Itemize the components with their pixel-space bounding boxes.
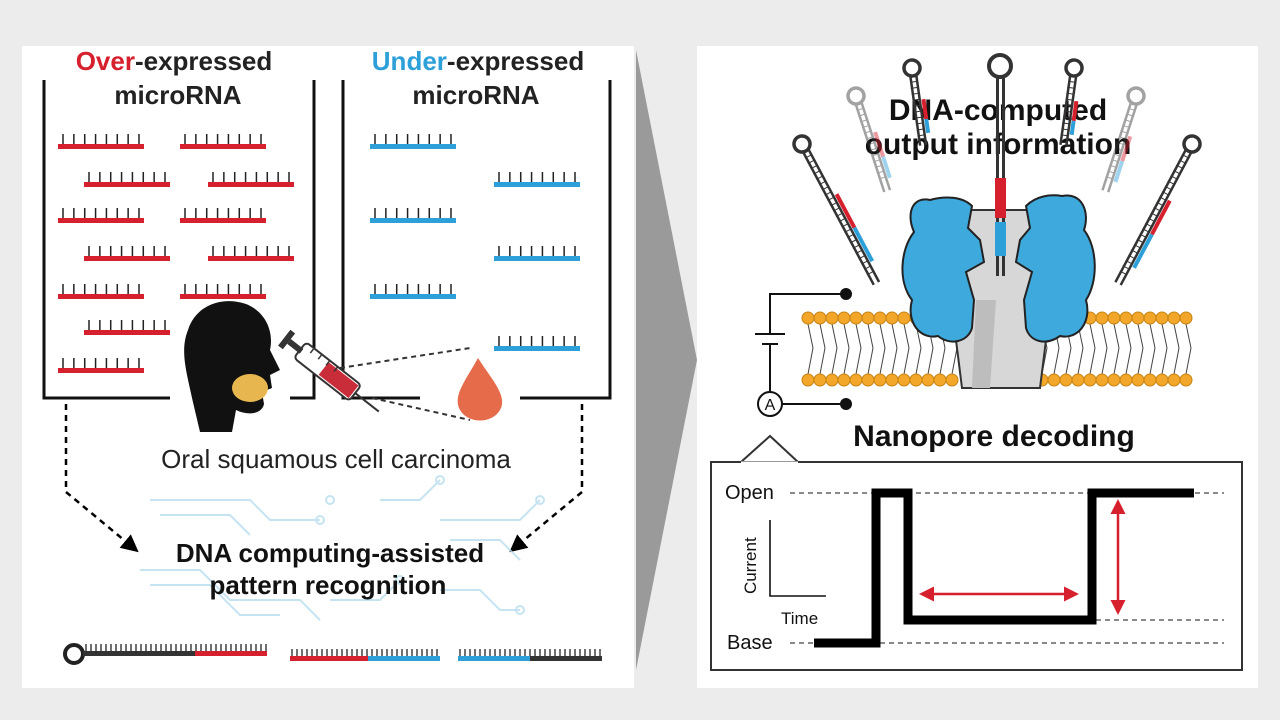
output-hairpin	[1059, 58, 1084, 146]
syringe-icon	[278, 329, 380, 413]
under-expressed-header: Under-expressed	[372, 46, 584, 76]
over-mirna-strand	[180, 134, 266, 149]
recognition-label-line1: DNA computing-assisted	[176, 538, 484, 568]
over-expressed-mirna-group	[58, 134, 294, 373]
flow-arrow-right	[509, 404, 584, 553]
blood-droplet-icon	[457, 358, 503, 421]
over-expressed-header-line2: microRNA	[114, 80, 241, 110]
over-mirna-strand	[180, 208, 266, 223]
trace-base-label: Base	[727, 632, 773, 654]
over-expressed-well	[42, 80, 316, 400]
pore-subunit-right	[1014, 194, 1096, 343]
under-mirna-strand	[370, 208, 456, 223]
probe-base-ticks	[85, 644, 601, 656]
under-expressed-well	[341, 80, 612, 400]
faded-output-hairpin	[846, 86, 892, 193]
over-mirna-strand	[180, 284, 266, 299]
probe-3-black-segment	[530, 656, 602, 661]
over-mirna-strand	[84, 246, 170, 261]
electrode-bottom	[840, 398, 852, 410]
recognition-label-line2: pattern recognition	[210, 570, 447, 600]
under-mirna-strand	[370, 134, 456, 149]
callout-pointer	[740, 434, 799, 463]
under-mirna-strand	[370, 284, 456, 299]
electrical-circuit	[755, 293, 844, 405]
threading-dna	[987, 53, 1013, 276]
trace-mini-axes	[769, 520, 826, 597]
probe-3-blue-segment	[458, 656, 530, 661]
under-expressed-header-line2: microRNA	[412, 80, 539, 110]
magnification-lines	[339, 347, 471, 421]
disease-label: Oral squamous cell carcinoma	[161, 444, 511, 474]
under-expressed-mirna-group	[370, 134, 580, 351]
trace-ylabel: Current	[741, 537, 760, 594]
ammeter-label: A	[765, 397, 776, 414]
output-hairpin	[902, 58, 931, 146]
over-mirna-strand	[84, 320, 170, 335]
over-mirna-strand	[58, 208, 144, 223]
over-mirna-strand	[208, 246, 294, 261]
output-hairpin	[1114, 134, 1202, 286]
patient-head-icon	[184, 301, 280, 432]
tumor-marker	[232, 374, 268, 402]
pore-lumen-shading	[972, 300, 996, 388]
circuit-decoration	[140, 475, 545, 621]
over-mirna-strand	[84, 172, 170, 187]
trace-xlabel: Time	[781, 609, 818, 628]
trace-open-label: Open	[725, 482, 774, 504]
over-mirna-strand	[208, 172, 294, 187]
current-trace	[814, 488, 1194, 648]
faded-output-hairpin	[1101, 86, 1146, 193]
over-mirna-strand	[58, 134, 144, 149]
under-mirna-strand	[494, 246, 580, 261]
output-hairpin	[792, 134, 881, 286]
probe-2-red-segment	[290, 656, 368, 661]
over-expressed-header: Over-expressed	[76, 46, 273, 76]
flow-arrow-left	[64, 404, 139, 553]
dna-probe-strands	[63, 643, 602, 665]
transition-arrow	[636, 50, 697, 670]
threading-hairpin-loop	[987, 53, 1013, 79]
pore-subunit-left	[901, 196, 986, 343]
ammeter-icon	[757, 391, 783, 417]
over-mirna-strand	[58, 358, 144, 373]
electrode-top	[840, 288, 852, 300]
probe-2-blue-segment	[368, 656, 440, 661]
probe-1-red-segment	[195, 651, 267, 656]
decoding-title: Nanopore decoding	[853, 420, 1135, 453]
probe-1-black-segment	[83, 651, 195, 656]
under-mirna-strand	[494, 172, 580, 187]
output-hairpin-group	[792, 58, 1202, 286]
over-mirna-strand	[58, 284, 144, 299]
under-mirna-strand	[494, 336, 580, 351]
nanopore-protein	[901, 194, 1096, 389]
